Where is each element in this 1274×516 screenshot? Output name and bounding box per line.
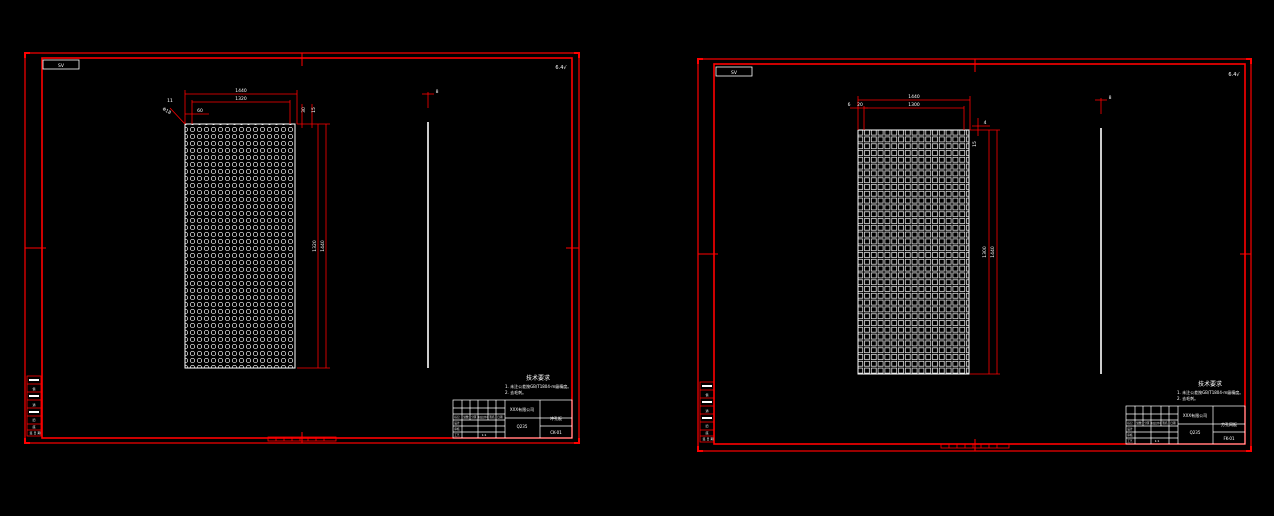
right-tech-req-title: 技术要求 (1198, 380, 1222, 388)
right-strip-5: 日 (706, 437, 709, 441)
left-strip-5: 日 (33, 431, 36, 435)
left-dim-offset-top: 11 (167, 98, 173, 104)
left-tech-req-line1: 1. 未注公差按GB/T1804-m级精度。 (505, 383, 571, 389)
right-dim-height-inner: 1300 (982, 246, 988, 258)
right-tb-company: XXX有限公司 (1183, 412, 1207, 418)
left-tb-part: 冲孔板 (550, 415, 562, 421)
left-tb-header-2: 分区 (471, 415, 477, 419)
right-dim-height-outer: 1440 (990, 246, 996, 258)
right-strip-3: 底 (705, 430, 708, 435)
right-strip-6: 期 (710, 436, 713, 441)
left-dimension-lines (169, 90, 434, 369)
left-roughness-mark: 6.4√ (555, 65, 567, 71)
right-outer-frame (697, 58, 1252, 452)
left-perforated-plate[interactable] (184, 123, 296, 369)
left-tb-material: Q235 (517, 424, 528, 429)
left-tb-header-4: 签名 (489, 415, 495, 419)
left-dim-hole-note: Φ18 (161, 106, 172, 116)
right-strip-1: 通 (705, 408, 708, 413)
left-strip-2: 旧 (32, 417, 35, 422)
left-tech-req-title: 技术要求 (526, 374, 550, 382)
right-inner-frame (713, 63, 1246, 445)
left-sheet-tag: SV (58, 63, 65, 69)
right-dim-inner-width: 1300 (908, 102, 920, 108)
left-dim-overall-width: 1440 (235, 88, 247, 94)
left-tb-header-0: 标记 (454, 415, 460, 419)
left-strip-0: 借 (32, 386, 35, 391)
right-tb-header-0: 标记 (1127, 421, 1133, 425)
right-roughness-mark: 6.4√ (1228, 72, 1240, 78)
left-dim-height-outer: 1440 (320, 240, 326, 252)
left-strip-4: 签 (29, 430, 32, 435)
right-tb-header-5: 日期 (1170, 421, 1176, 425)
right-side-label: 8 (1109, 95, 1112, 101)
right-tb-part: 方孔网板 (1221, 421, 1237, 427)
left-dim-height-inner: 1320 (312, 240, 318, 252)
left-side-strip (26, 375, 42, 437)
right-title-block[interactable] (1125, 405, 1246, 445)
left-bottom-ruler (267, 436, 337, 442)
left-sheet-tag-box (42, 59, 80, 70)
left-title-block[interactable] (452, 399, 573, 439)
right-dim-overall-width: 1440 (908, 94, 920, 100)
left-strip-6: 期 (37, 430, 40, 435)
right-dimension-lines (850, 96, 1107, 375)
right-tb-header-4: 签名 (1162, 421, 1168, 425)
left-dim-margin: 60 (197, 108, 203, 114)
left-tb-header-3: 更改文件号 (478, 415, 490, 419)
right-strip-0: 借 (705, 392, 708, 397)
left-tb-company: XXX有限公司 (510, 406, 534, 412)
right-sheet-tag: SV (731, 70, 738, 76)
left-inner-frame (41, 57, 573, 439)
left-strip-3: 底 (32, 424, 35, 429)
right-tb-code: FK-01 (1223, 436, 1234, 441)
left-corner-marks (24, 52, 580, 444)
left-tb-ratio: 1:1 (482, 433, 487, 437)
right-tb-role-2: 工艺 (1127, 439, 1133, 443)
right-strip-4: 签 (702, 436, 705, 441)
right-tb-header-3: 更改文件号 (1151, 421, 1163, 425)
right-tb-header-2: 分区 (1144, 421, 1150, 425)
left-side-label: 8 (436, 89, 439, 95)
left-center-marks (25, 53, 579, 443)
right-sheet-tag-box (715, 66, 753, 77)
right-side-strip (699, 381, 715, 443)
right-dim-offset-top: 6 (848, 102, 851, 108)
right-strip-2: 旧 (705, 423, 708, 428)
left-tb-header-1: 处数 (463, 415, 469, 419)
right-tech-req-line2: 2. 去毛刺。 (1177, 395, 1198, 401)
left-strip-1: 通 (32, 402, 35, 407)
right-drawing-sheet[interactable]: SV 6.4√ 1440 1300 20 6 4 15 1300 1440 (697, 58, 1252, 452)
right-dim-right-a: 4 (984, 120, 987, 126)
right-tb-role-0: 设计 (1127, 427, 1133, 431)
right-bottom-ruler (940, 443, 1010, 449)
right-tb-material: Q235 (1190, 430, 1201, 435)
right-square-mesh-plate[interactable] (857, 129, 970, 375)
left-tb-role-0: 设计 (454, 421, 460, 425)
right-center-marks (698, 59, 1251, 451)
right-dim-right-b: 15 (972, 141, 978, 147)
right-tb-ratio: 1:1 (1155, 439, 1160, 443)
left-dim-inner-width: 1320 (235, 96, 247, 102)
left-dim-right-a: 30 (301, 107, 307, 113)
left-tb-role-2: 工艺 (454, 433, 460, 437)
left-dim-right-b: 15 (311, 107, 317, 113)
left-tb-header-5: 日期 (497, 415, 503, 419)
right-tech-req-line1: 1. 未注公差按GB/T1804-m级精度。 (1177, 389, 1243, 395)
left-drawing-sheet[interactable]: SV 6.4√ 1440 1320 60 11 Φ18 (24, 52, 580, 444)
left-tb-code: CK-01 (550, 430, 562, 435)
right-tb-role-1: 审核 (1127, 433, 1133, 437)
right-corner-marks (697, 58, 1252, 452)
right-tb-header-1: 处数 (1136, 421, 1142, 425)
left-tech-req-line2: 2. 去毛刺。 (505, 389, 526, 395)
right-dim-margin: 20 (857, 102, 863, 108)
left-tb-role-1: 审核 (454, 427, 460, 431)
